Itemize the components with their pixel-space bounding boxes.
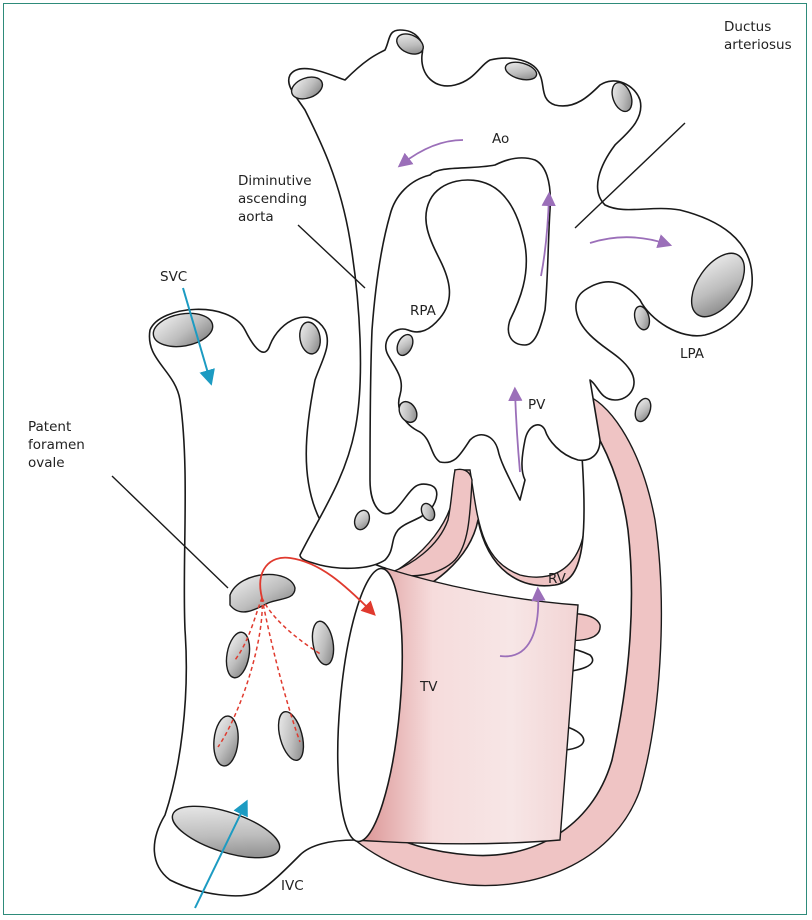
label-rv: RV xyxy=(548,570,566,588)
label-ivc: IVC xyxy=(281,877,304,895)
label-rpa: RPA xyxy=(410,302,436,320)
vessel-opening xyxy=(632,396,653,423)
label-pv: PV xyxy=(528,396,545,414)
label-tv: TV xyxy=(420,678,437,696)
label-svc: SVC xyxy=(160,268,187,286)
label-ao: Ao xyxy=(492,130,509,148)
aorta-pulmonary-complex xyxy=(289,30,753,568)
label-diminutive-ascending-aorta: Diminutive ascending aorta xyxy=(238,172,312,226)
label-ductus-arteriosus: Ductus arteriosus xyxy=(724,18,792,54)
label-patent-foramen-ovale: Patent foramen ovale xyxy=(28,418,85,472)
label-lpa: LPA xyxy=(680,345,704,363)
